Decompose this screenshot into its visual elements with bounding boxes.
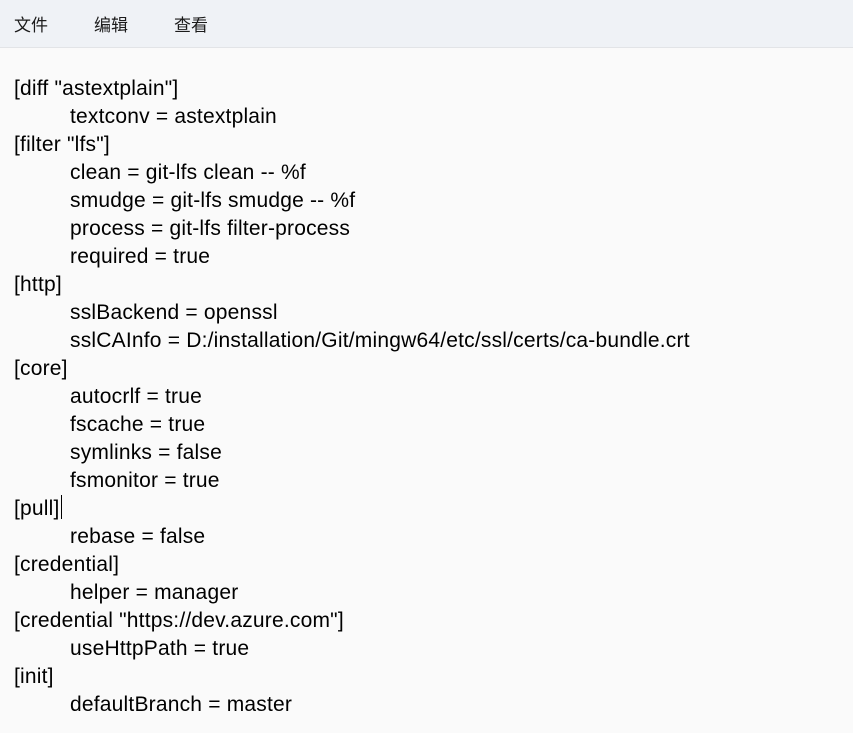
line-text: smudge = git-lfs smudge -- %f bbox=[70, 189, 356, 212]
menu-item-0[interactable]: 文件 bbox=[14, 16, 48, 35]
config-line: [credential "https://dev.azure.com"] bbox=[14, 607, 843, 635]
config-line: fsmonitor = true bbox=[14, 467, 843, 495]
config-line: useHttpPath = true bbox=[14, 635, 843, 663]
line-text: useHttpPath = true bbox=[70, 637, 250, 660]
config-line: textconv = astextplain bbox=[14, 103, 843, 131]
line-text: [diff "astextplain"] bbox=[14, 77, 179, 100]
line-text: [filter "lfs"] bbox=[14, 133, 110, 156]
config-line: fscache = true bbox=[14, 411, 843, 439]
config-line: [filter "lfs"] bbox=[14, 131, 843, 159]
config-line: [credential] bbox=[14, 551, 843, 579]
config-line: defaultBranch = master bbox=[14, 691, 843, 719]
menu-item-2[interactable]: 查看 bbox=[174, 16, 208, 35]
line-text: textconv = astextplain bbox=[70, 105, 277, 128]
config-line: [core] bbox=[14, 355, 843, 383]
config-line: required = true bbox=[14, 243, 843, 271]
line-text: rebase = false bbox=[70, 525, 206, 548]
config-line: helper = manager bbox=[14, 579, 843, 607]
line-text: autocrlf = true bbox=[70, 385, 202, 408]
config-line: process = git-lfs filter-process bbox=[14, 215, 843, 243]
config-line: symlinks = false bbox=[14, 439, 843, 467]
config-line: [init] bbox=[14, 663, 843, 691]
menu-item-1[interactable]: 编辑 bbox=[94, 16, 128, 35]
line-text: required = true bbox=[70, 245, 211, 268]
line-text: defaultBranch = master bbox=[70, 693, 293, 716]
line-text: process = git-lfs filter-process bbox=[70, 217, 351, 240]
config-line: [pull] bbox=[14, 495, 843, 523]
line-text: sslCAInfo = D:/installation/Git/mingw64/… bbox=[70, 329, 690, 352]
line-text: [core] bbox=[14, 357, 68, 380]
config-line: sslCAInfo = D:/installation/Git/mingw64/… bbox=[14, 327, 843, 355]
line-text: fscache = true bbox=[70, 413, 206, 436]
line-text: [credential "https://dev.azure.com"] bbox=[14, 609, 344, 632]
line-text: [http] bbox=[14, 273, 62, 296]
config-line: clean = git-lfs clean -- %f bbox=[14, 159, 843, 187]
config-line: autocrlf = true bbox=[14, 383, 843, 411]
line-text: [credential] bbox=[14, 553, 120, 576]
line-text: symlinks = false bbox=[70, 441, 222, 464]
line-text: [pull] bbox=[14, 497, 60, 520]
line-text: [init] bbox=[14, 665, 54, 688]
line-text: fsmonitor = true bbox=[70, 469, 220, 492]
config-line: [http] bbox=[14, 271, 843, 299]
config-line: sslBackend = openssl bbox=[14, 299, 843, 327]
line-text: helper = manager bbox=[70, 581, 239, 604]
config-line: [diff "astextplain"] bbox=[14, 75, 843, 103]
text-editor[interactable]: [diff "astextplain"] textconv = astextpla… bbox=[0, 48, 853, 732]
config-line: rebase = false bbox=[14, 523, 843, 551]
config-line: smudge = git-lfs smudge -- %f bbox=[14, 187, 843, 215]
text-caret bbox=[60, 495, 63, 519]
line-text: sslBackend = openssl bbox=[70, 301, 278, 324]
line-text: clean = git-lfs clean -- %f bbox=[70, 161, 306, 184]
menu-bar: 文件 编辑 查看 bbox=[0, 0, 853, 48]
